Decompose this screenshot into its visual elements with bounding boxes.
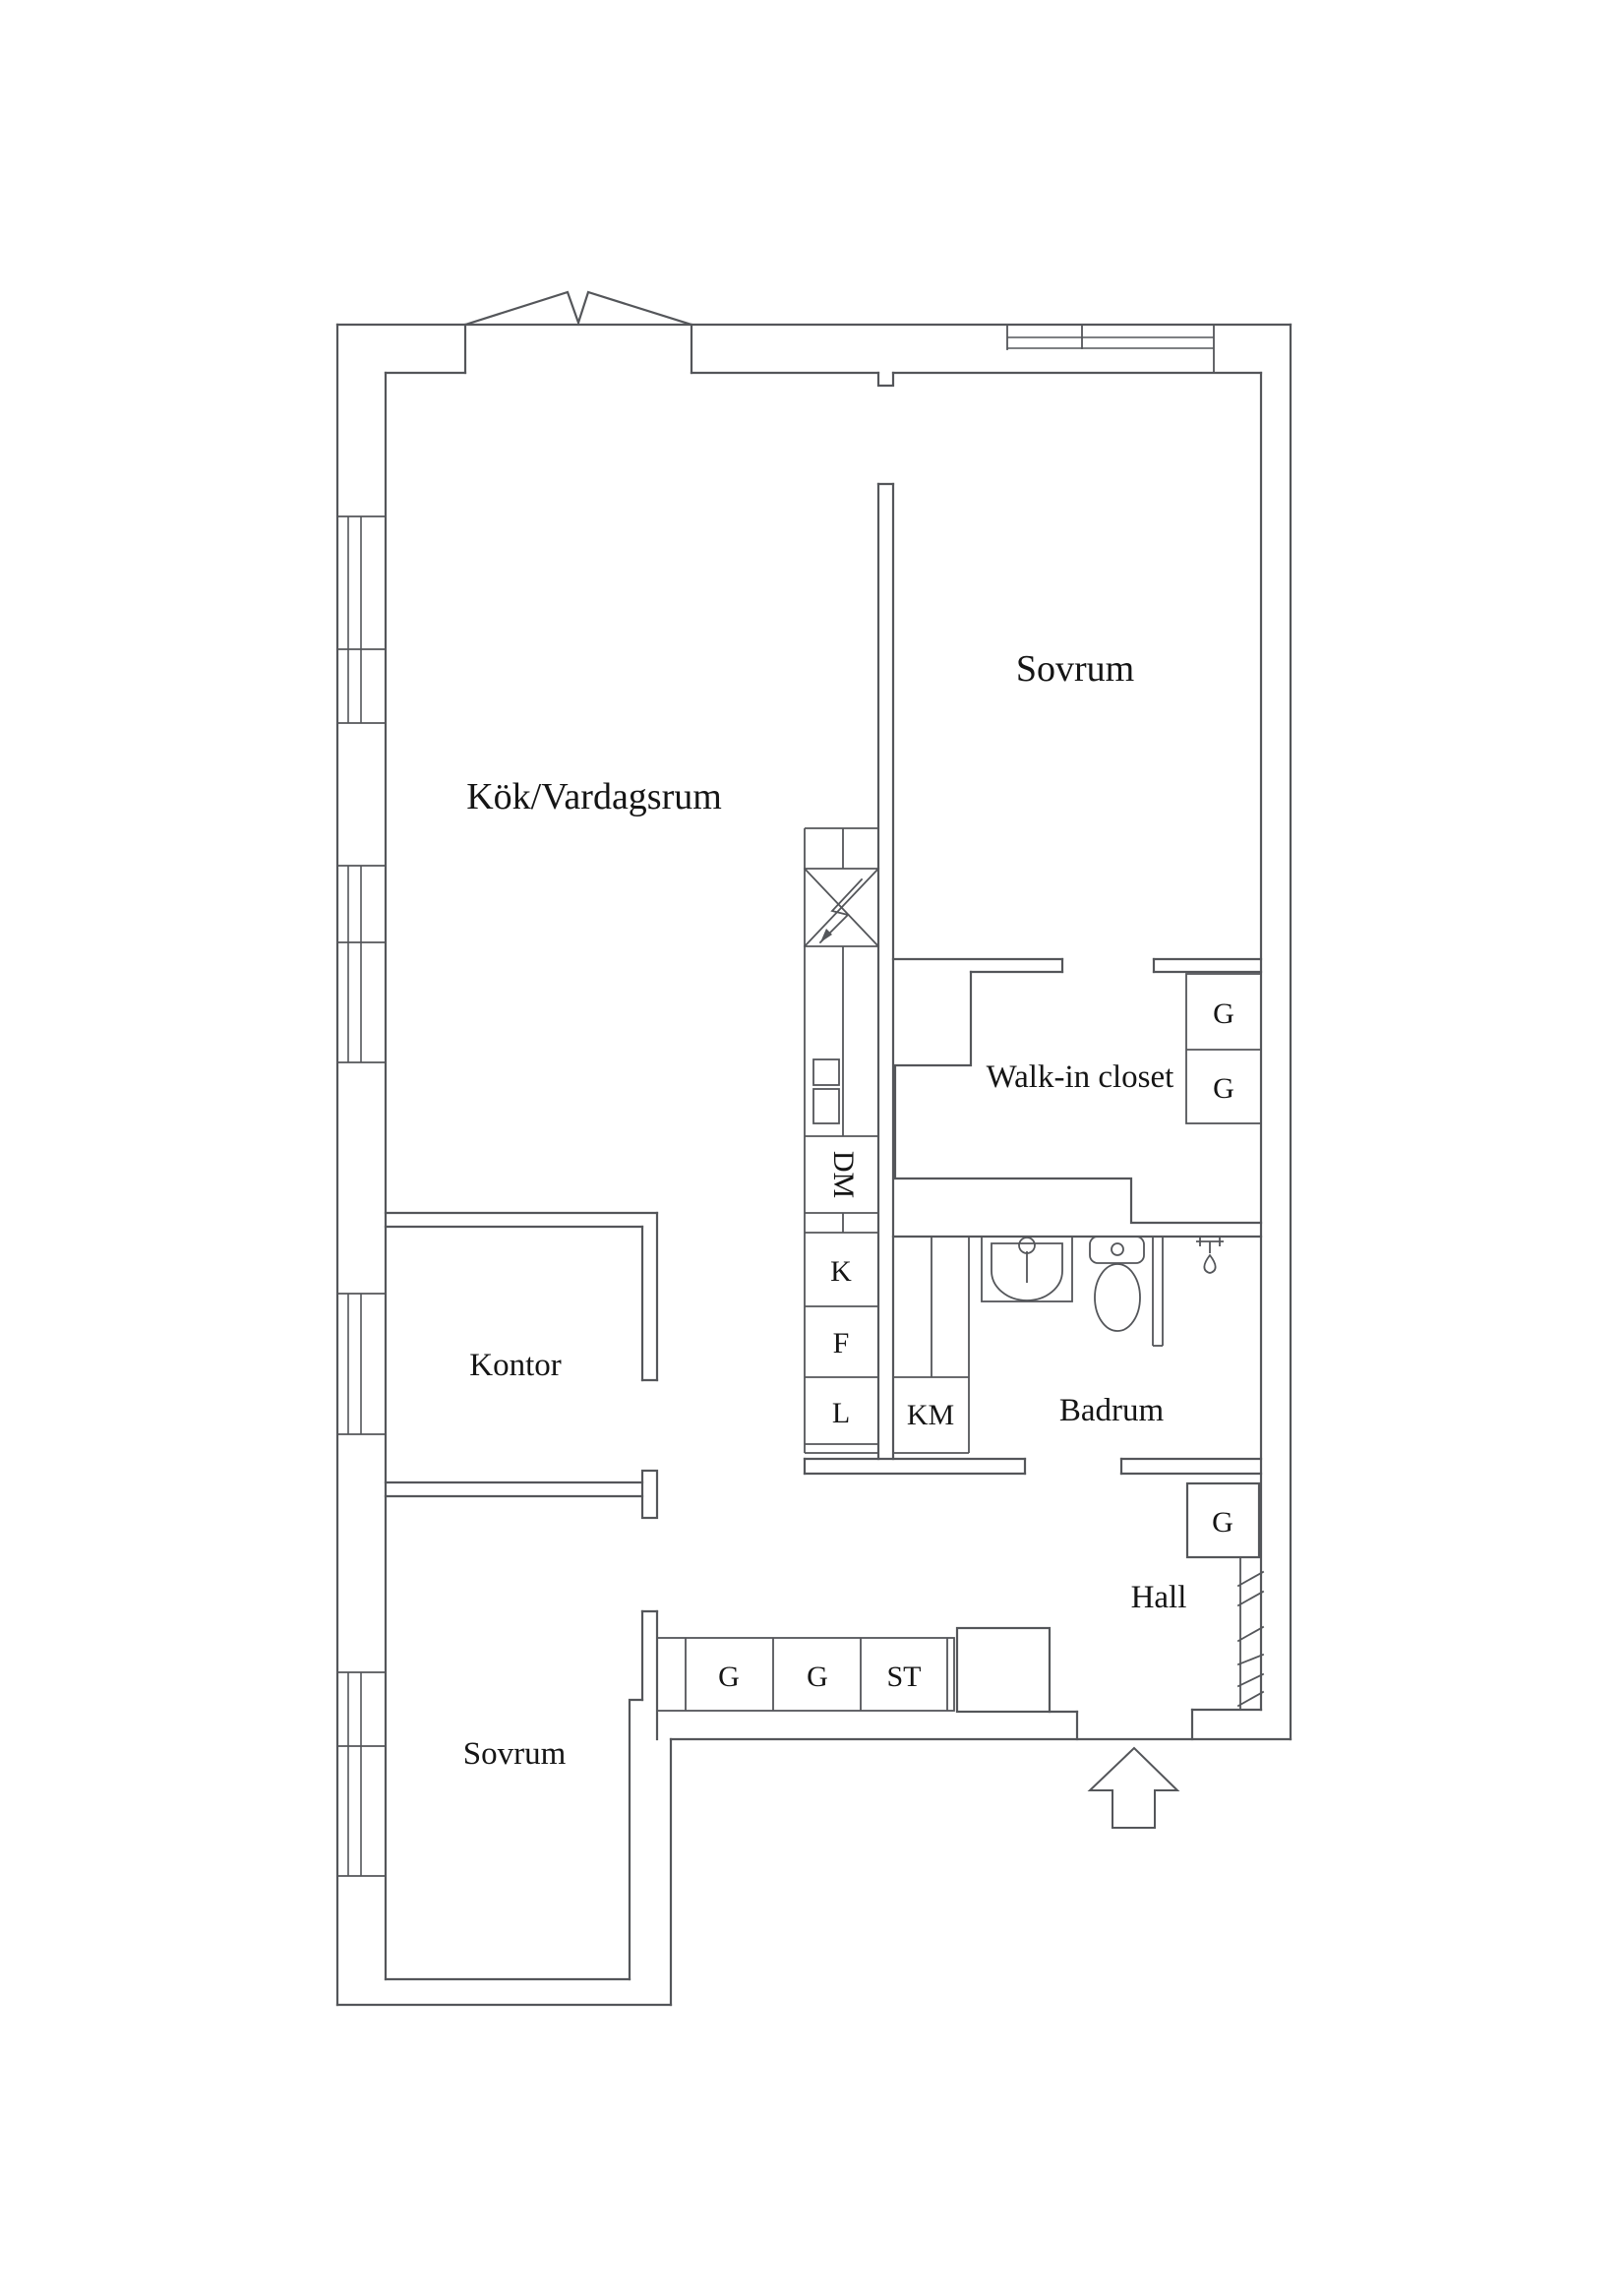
- unit-label-pantry: L: [832, 1397, 850, 1429]
- room-label-bedroom-bottom: Sovrum: [463, 1736, 567, 1772]
- walk-in-closet-cabinets: [1185, 973, 1262, 1124]
- entrance-arrow-icon: [1087, 1746, 1180, 1829]
- laundry-cabinets: [893, 1237, 970, 1454]
- toilet-icon: [1089, 1236, 1145, 1332]
- unit-label-freezer: F: [833, 1327, 850, 1359]
- top-inner-wall: [384, 371, 1263, 388]
- office-walls: [384, 1211, 659, 1520]
- central-wall: [876, 482, 895, 1461]
- entry-door-hatch-icon: [1236, 1556, 1265, 1711]
- sink-icon: [981, 1236, 1073, 1302]
- room-label-bedroom-top: Sovrum: [1016, 648, 1134, 690]
- unit-label-washer: KM: [907, 1399, 954, 1431]
- window-left-office: [336, 1293, 387, 1435]
- bay-window: [463, 290, 693, 375]
- kitchen-strip: [804, 827, 878, 1454]
- window-left-bedroom: [336, 1671, 387, 1877]
- room-label-walk-in-closet: Walk-in closet: [987, 1059, 1174, 1095]
- shower-icon: [1196, 1237, 1224, 1274]
- unit-label-closet-walkin-top: G: [1213, 997, 1234, 1030]
- unit-label-closet-row-2: G: [807, 1661, 828, 1693]
- unit-label-dishwasher: DM: [827, 1151, 860, 1198]
- hall-walls: [1048, 1481, 1263, 1741]
- electrical-shaft-icon: [803, 867, 880, 948]
- unit-label-closet-walkin-bottom: G: [1213, 1072, 1234, 1105]
- window-top-right: [1006, 324, 1215, 374]
- walk-in-closet-walls: [893, 970, 1263, 1225]
- outer-walls: [335, 323, 1292, 2007]
- unit-label-fridge: K: [830, 1255, 852, 1288]
- bathroom-walls: [803, 1235, 1263, 1476]
- room-label-bathroom: Badrum: [1059, 1393, 1165, 1428]
- unit-label-cleaning-closet: ST: [886, 1661, 921, 1693]
- unit-label-closet-row-1: G: [718, 1661, 740, 1693]
- room-label-kitchen-living: Kök/Vardagsrum: [466, 776, 722, 817]
- room-label-hall: Hall: [1131, 1580, 1187, 1615]
- bedroom-bottom-walls: [384, 1609, 659, 1981]
- window-left-2: [336, 865, 387, 1063]
- bedroom-top-bottom-wall: [891, 957, 1263, 974]
- wardrobe-row: [656, 1626, 1052, 1714]
- unit-label-closet-hall: G: [1212, 1506, 1233, 1539]
- shower-partition: [1152, 1237, 1164, 1347]
- window-left-1: [336, 515, 387, 724]
- room-label-office: Kontor: [469, 1348, 562, 1383]
